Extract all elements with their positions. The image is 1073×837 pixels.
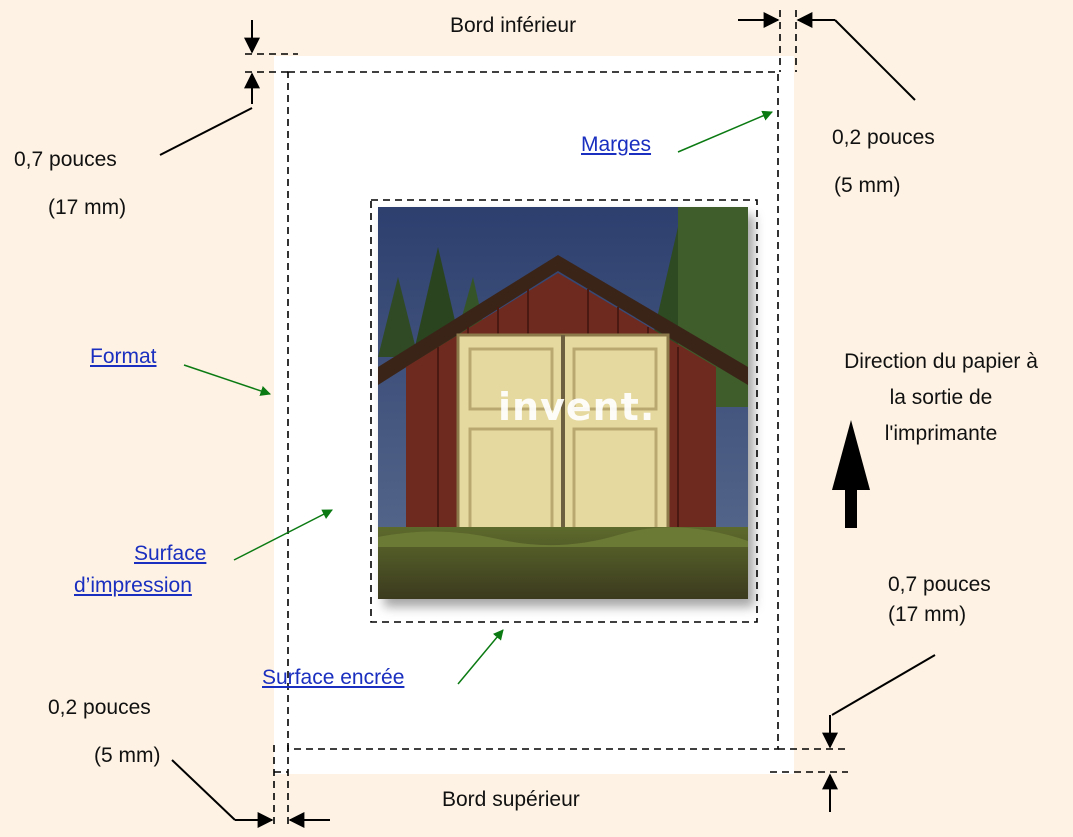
photo-caption: invent.	[498, 385, 656, 429]
format-pointer-arrow	[183, 364, 271, 396]
top-right-measure-mm: (5 mm)	[834, 174, 901, 197]
bottom-left-measure-inches: 0,2 pouces	[48, 696, 151, 719]
marges-link[interactable]: Marges	[581, 133, 652, 156]
top-edge-label: Bord supérieur	[442, 788, 580, 811]
top-left-measure-inches: 0,7 pouces	[14, 148, 117, 171]
top-left-measure-mm: (17 mm)	[48, 196, 127, 219]
surface-impression-link-line-1[interactable]: Surface	[134, 542, 207, 565]
marges-pointer-arrow	[677, 110, 773, 153]
bottom-left-measure-mm: (5 mm)	[94, 744, 161, 767]
surface-encree-pointer-arrow	[457, 629, 504, 685]
surface-impression-pointer-arrow	[233, 509, 333, 561]
bottom-edge-label: Bord inférieur	[450, 14, 577, 37]
format-link[interactable]: Format	[90, 345, 157, 368]
margins-border	[287, 71, 779, 750]
paper-direction-arrow	[832, 420, 870, 528]
direction-label-line-3: l'imprimante	[884, 422, 998, 445]
bottom-right-measure-inches: 0,7 pouces	[888, 573, 991, 596]
direction-label-line-2: la sortie de	[889, 386, 993, 409]
bottom-right-measure-mm: (17 mm)	[888, 603, 967, 626]
direction-label-line-1: Direction du papier à	[844, 350, 1038, 373]
surface-encree-link[interactable]: Surface encrée	[262, 666, 405, 689]
top-right-measure-inches: 0,2 pouces	[832, 126, 935, 149]
surface-impression-link-line-2[interactable]: d’impression	[74, 574, 192, 597]
shed-photo: invent.	[378, 207, 748, 599]
ink-surface-border	[370, 199, 758, 623]
